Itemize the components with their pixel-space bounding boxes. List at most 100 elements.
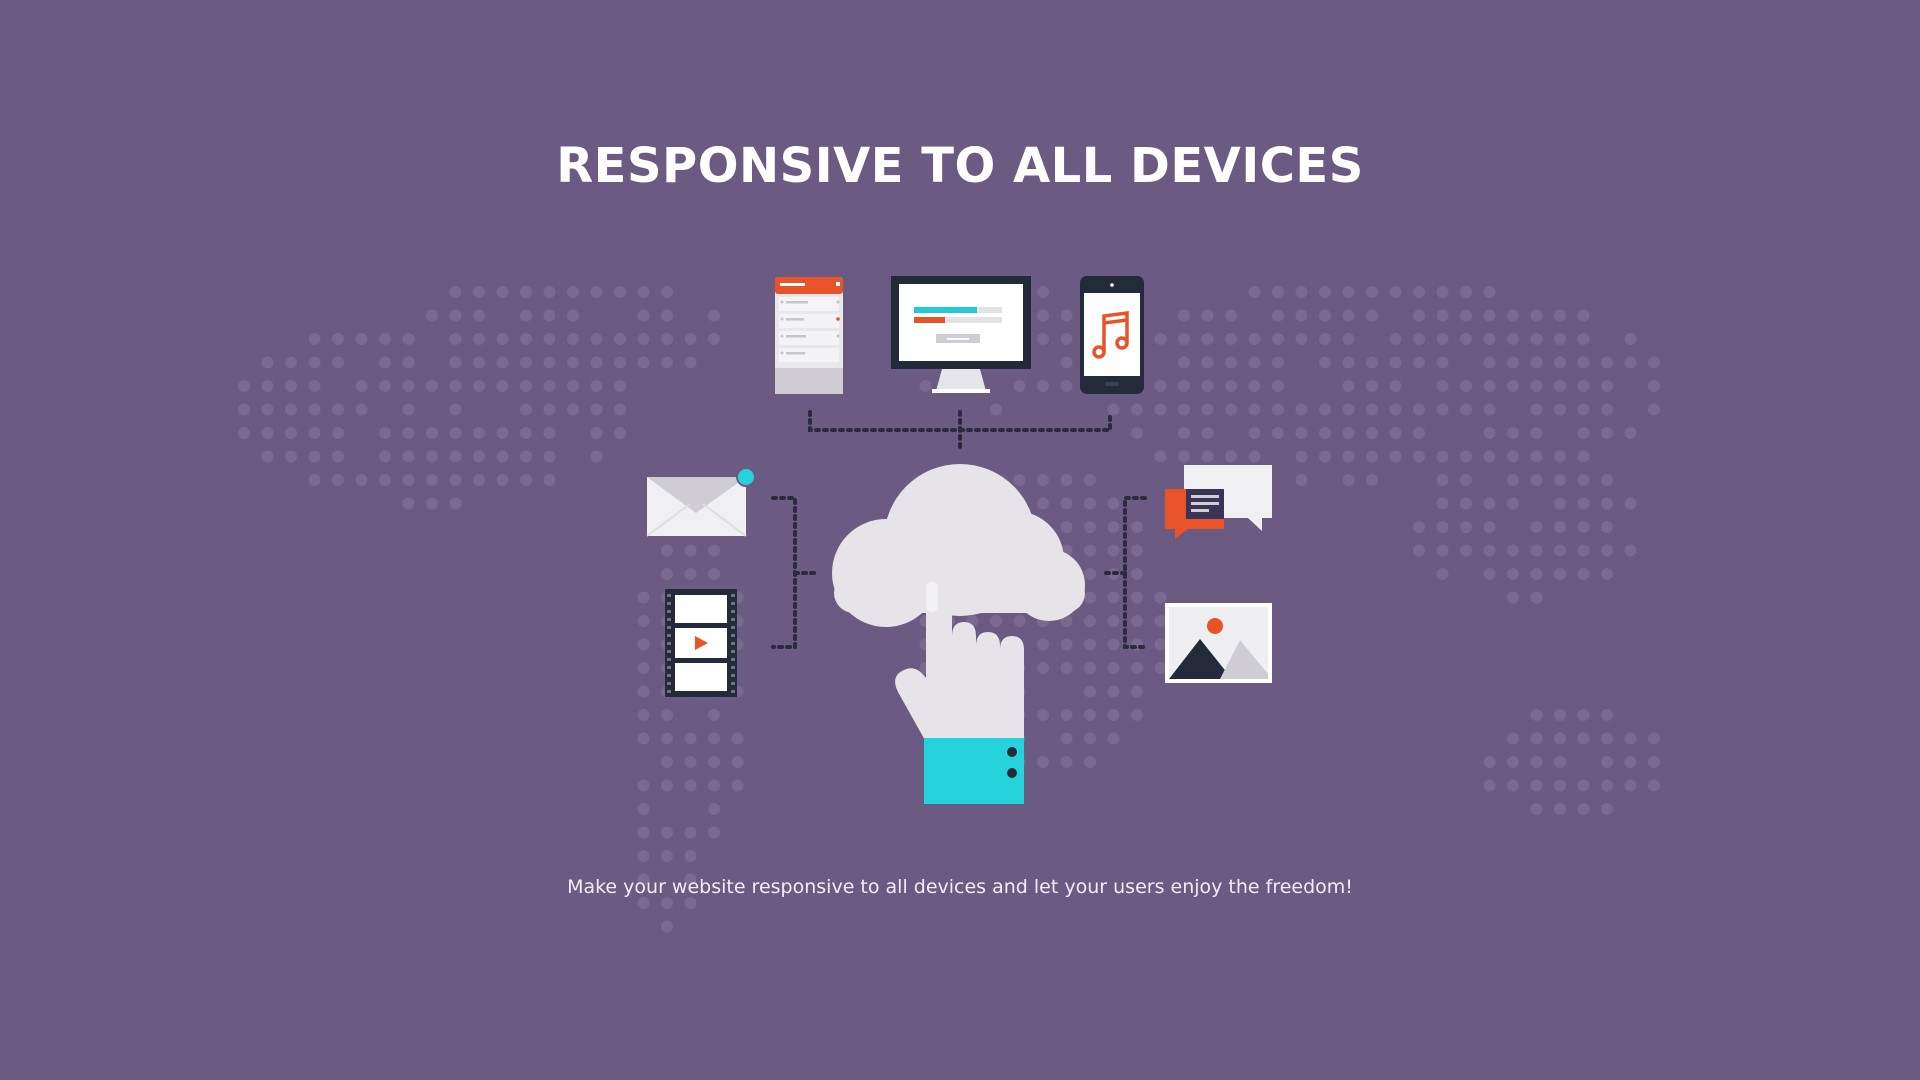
map-dot: [1389, 286, 1402, 298]
map-dot: [1436, 403, 1449, 416]
map-dot: [661, 850, 673, 862]
map-dot: [1577, 333, 1590, 345]
map-dot: [637, 732, 650, 745]
map-dot: [1577, 309, 1590, 322]
map-dot: [1084, 662, 1096, 674]
map-dot: [684, 756, 697, 768]
map-dot: [684, 850, 697, 862]
map-dot: [1060, 732, 1073, 745]
map-dot: [1507, 591, 1519, 604]
map-dot: [1319, 427, 1331, 439]
map-dot: [637, 803, 650, 815]
map-dot: [1648, 356, 1660, 369]
map-dot: [1601, 521, 1613, 533]
map-dot: [238, 380, 250, 392]
map-dot: [1084, 474, 1096, 486]
map-dot: [1037, 309, 1049, 322]
map-dot: [661, 897, 673, 909]
map-dot: [1107, 544, 1120, 557]
map-dot: [1131, 427, 1143, 439]
map-dot: [708, 803, 720, 815]
map-dot: [1131, 568, 1143, 580]
map-dot: [1389, 450, 1402, 463]
map-dot: [520, 309, 532, 322]
map-dot: [1131, 403, 1143, 416]
map-dot: [1507, 450, 1519, 463]
map-dot: [637, 615, 650, 627]
map-dot: [661, 356, 673, 369]
map-dot: [1413, 427, 1425, 439]
map-dot: [308, 403, 321, 416]
map-dot: [1460, 380, 1472, 392]
map-dot: [332, 356, 344, 369]
map-dot: [449, 356, 462, 369]
map-dot: [1577, 403, 1590, 416]
map-dot: [661, 568, 673, 580]
map-dot: [238, 403, 250, 416]
map-dot: [1648, 403, 1660, 416]
map-dot: [1624, 756, 1637, 768]
map-dot: [1483, 333, 1496, 345]
map-dot: [449, 403, 462, 416]
map-dot: [1248, 403, 1261, 416]
map-dot: [308, 427, 321, 439]
map-dot: [1601, 474, 1613, 486]
map-dot: [543, 356, 556, 369]
map-dot: [1201, 403, 1214, 416]
map-dot: [496, 450, 509, 463]
map-dot: [496, 474, 509, 486]
map-dot: [567, 403, 579, 416]
map-dot: [402, 450, 415, 463]
map-dot: [1366, 427, 1378, 439]
map-dot: [543, 427, 556, 439]
map-dot: [1389, 356, 1402, 369]
map-dot: [1060, 756, 1073, 768]
map-dot: [684, 873, 697, 886]
map-dot: [355, 474, 368, 486]
map-dot: [637, 709, 650, 721]
map-dot: [543, 474, 556, 486]
map-dot: [1460, 450, 1472, 463]
map-dot: [1436, 497, 1449, 510]
map-dot: [1084, 615, 1096, 627]
map-dot: [1060, 333, 1073, 345]
map-dot: [1436, 286, 1449, 298]
map-dot: [1131, 709, 1143, 721]
map-dot: [1248, 380, 1261, 392]
map-dot: [449, 286, 462, 298]
map-dot: [520, 380, 532, 392]
map-dot: [567, 380, 579, 392]
map-dot: [1554, 568, 1566, 580]
map-dot: [661, 286, 673, 298]
map-dot: [1530, 356, 1543, 369]
map-dot: [708, 732, 720, 745]
map-dot: [661, 920, 673, 933]
map-dot: [1624, 356, 1637, 369]
pointing-hand-icon: [895, 579, 1024, 804]
map-dot: [1060, 615, 1073, 627]
map-dot: [1554, 732, 1566, 745]
map-dot: [1507, 356, 1519, 369]
map-dot: [1342, 333, 1355, 345]
map-dot: [1460, 544, 1472, 557]
map-dot: [308, 450, 321, 463]
map-dot: [520, 450, 532, 463]
map-dot: [1483, 756, 1496, 768]
map-dot: [1366, 286, 1378, 298]
map-dot: [1366, 403, 1378, 416]
map-dot: [1483, 380, 1496, 392]
map-dot: [1342, 286, 1355, 298]
map-dot: [355, 380, 368, 392]
map-dot: [614, 333, 626, 345]
map-dot: [426, 427, 438, 439]
map-dot: [1436, 309, 1449, 322]
map-dot: [1554, 544, 1566, 557]
map-dot: [496, 286, 509, 298]
film-strip-icon: [665, 589, 737, 697]
map-dot: [1577, 709, 1590, 721]
map-dot: [1624, 497, 1637, 510]
map-dot: [1342, 380, 1355, 392]
map-dot: [1154, 615, 1167, 627]
map-dot: [614, 403, 626, 416]
map-dot: [520, 427, 532, 439]
